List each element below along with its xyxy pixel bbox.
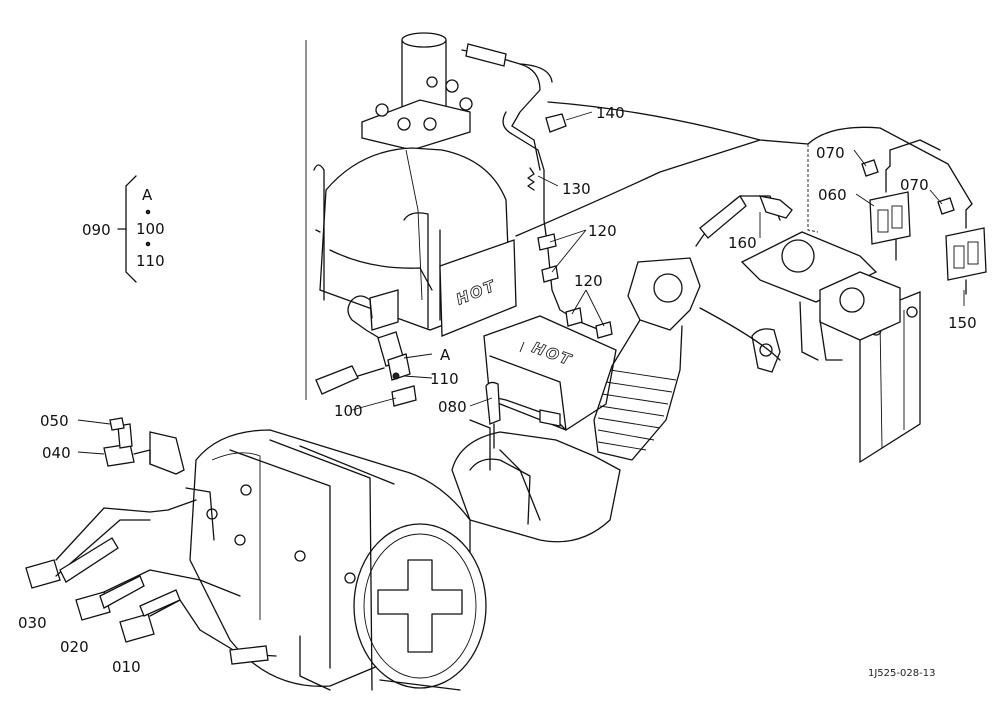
label-ref-a: A [440, 346, 451, 364]
label-070-left: 070 [816, 144, 845, 162]
middle-heat-shield: HOT [483, 315, 617, 431]
label-050: 050 [40, 412, 69, 430]
group-090-item-a: A [142, 186, 153, 204]
label-110: 110 [430, 370, 459, 388]
label-070-right: 070 [900, 176, 929, 194]
label-100: 100 [334, 402, 363, 420]
sensor-020 [75, 569, 241, 621]
sensor-wire-080 [485, 381, 567, 449]
bolts-070 [861, 159, 955, 215]
label-010: 010 [112, 658, 141, 676]
label-040: 040 [42, 444, 71, 462]
upper-exhaust-funnel: HOT [305, 32, 517, 400]
sensor-010 [119, 589, 277, 665]
label-160: 160 [728, 234, 757, 252]
right-mounting-bracket [740, 231, 921, 464]
group-090-item-100: 100 [136, 220, 165, 238]
drawing-number: 1J525-028-13 [868, 668, 935, 679]
wiring-harness [515, 101, 973, 361]
label-140: 140 [596, 104, 625, 122]
label-120-lower: 120 [574, 272, 603, 290]
upper-sensor-tube [461, 43, 613, 339]
dpf-catalyst-body [149, 429, 487, 691]
sensor-module-150 [945, 203, 987, 295]
flex-pipe-elbow [451, 257, 701, 543]
label-020: 020 [60, 638, 89, 656]
group-090-item-110: 110 [136, 252, 165, 270]
label-090: 090 [82, 221, 111, 239]
left-sensor-assembly [315, 299, 417, 407]
label-130: 130 [562, 180, 591, 198]
label-120-upper: 120 [588, 222, 617, 240]
label-030: 030 [18, 614, 47, 632]
leader-lines [77, 111, 965, 455]
group-bracket-090 [117, 175, 151, 283]
sensor-040 [103, 423, 151, 467]
sensor-module-060 [869, 165, 911, 261]
label-080: 080 [438, 398, 467, 416]
label-150: 150 [948, 314, 977, 332]
sensor-030 [25, 499, 197, 589]
label-060: 060 [818, 186, 847, 204]
bolt-050 [109, 417, 125, 431]
